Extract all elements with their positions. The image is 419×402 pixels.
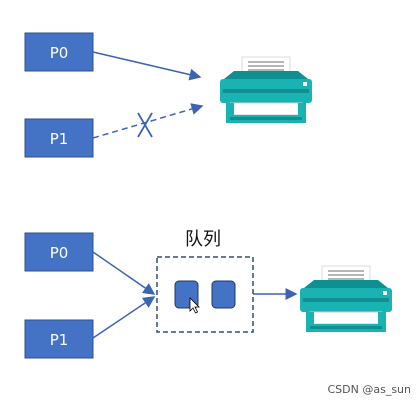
top-process-p1: P1 xyxy=(24,118,94,158)
watermark: CSDN @as_sun xyxy=(327,383,411,396)
top-p1-dashed-arrow xyxy=(92,103,204,139)
bottom-p1-arrow xyxy=(92,296,156,339)
top-printer-icon xyxy=(219,56,313,124)
cross-icon xyxy=(137,112,153,138)
cursor-icon xyxy=(189,297,200,314)
bottom-printer-icon xyxy=(299,265,393,333)
top-p1-label: P1 xyxy=(50,130,69,148)
queue-label: 队列 xyxy=(185,229,221,250)
top-p0-arrow xyxy=(92,51,202,81)
bottom-p0-label: P0 xyxy=(50,244,69,262)
top-p0-label: P0 xyxy=(50,44,69,62)
queue-box xyxy=(156,256,254,333)
top-process-p0: P0 xyxy=(24,32,94,72)
bottom-process-p1: P1 xyxy=(24,319,94,359)
bottom-process-p0: P0 xyxy=(24,232,94,272)
bottom-p0-arrow xyxy=(92,251,156,295)
bottom-p1-label: P1 xyxy=(50,331,69,349)
queue-item xyxy=(211,280,236,309)
